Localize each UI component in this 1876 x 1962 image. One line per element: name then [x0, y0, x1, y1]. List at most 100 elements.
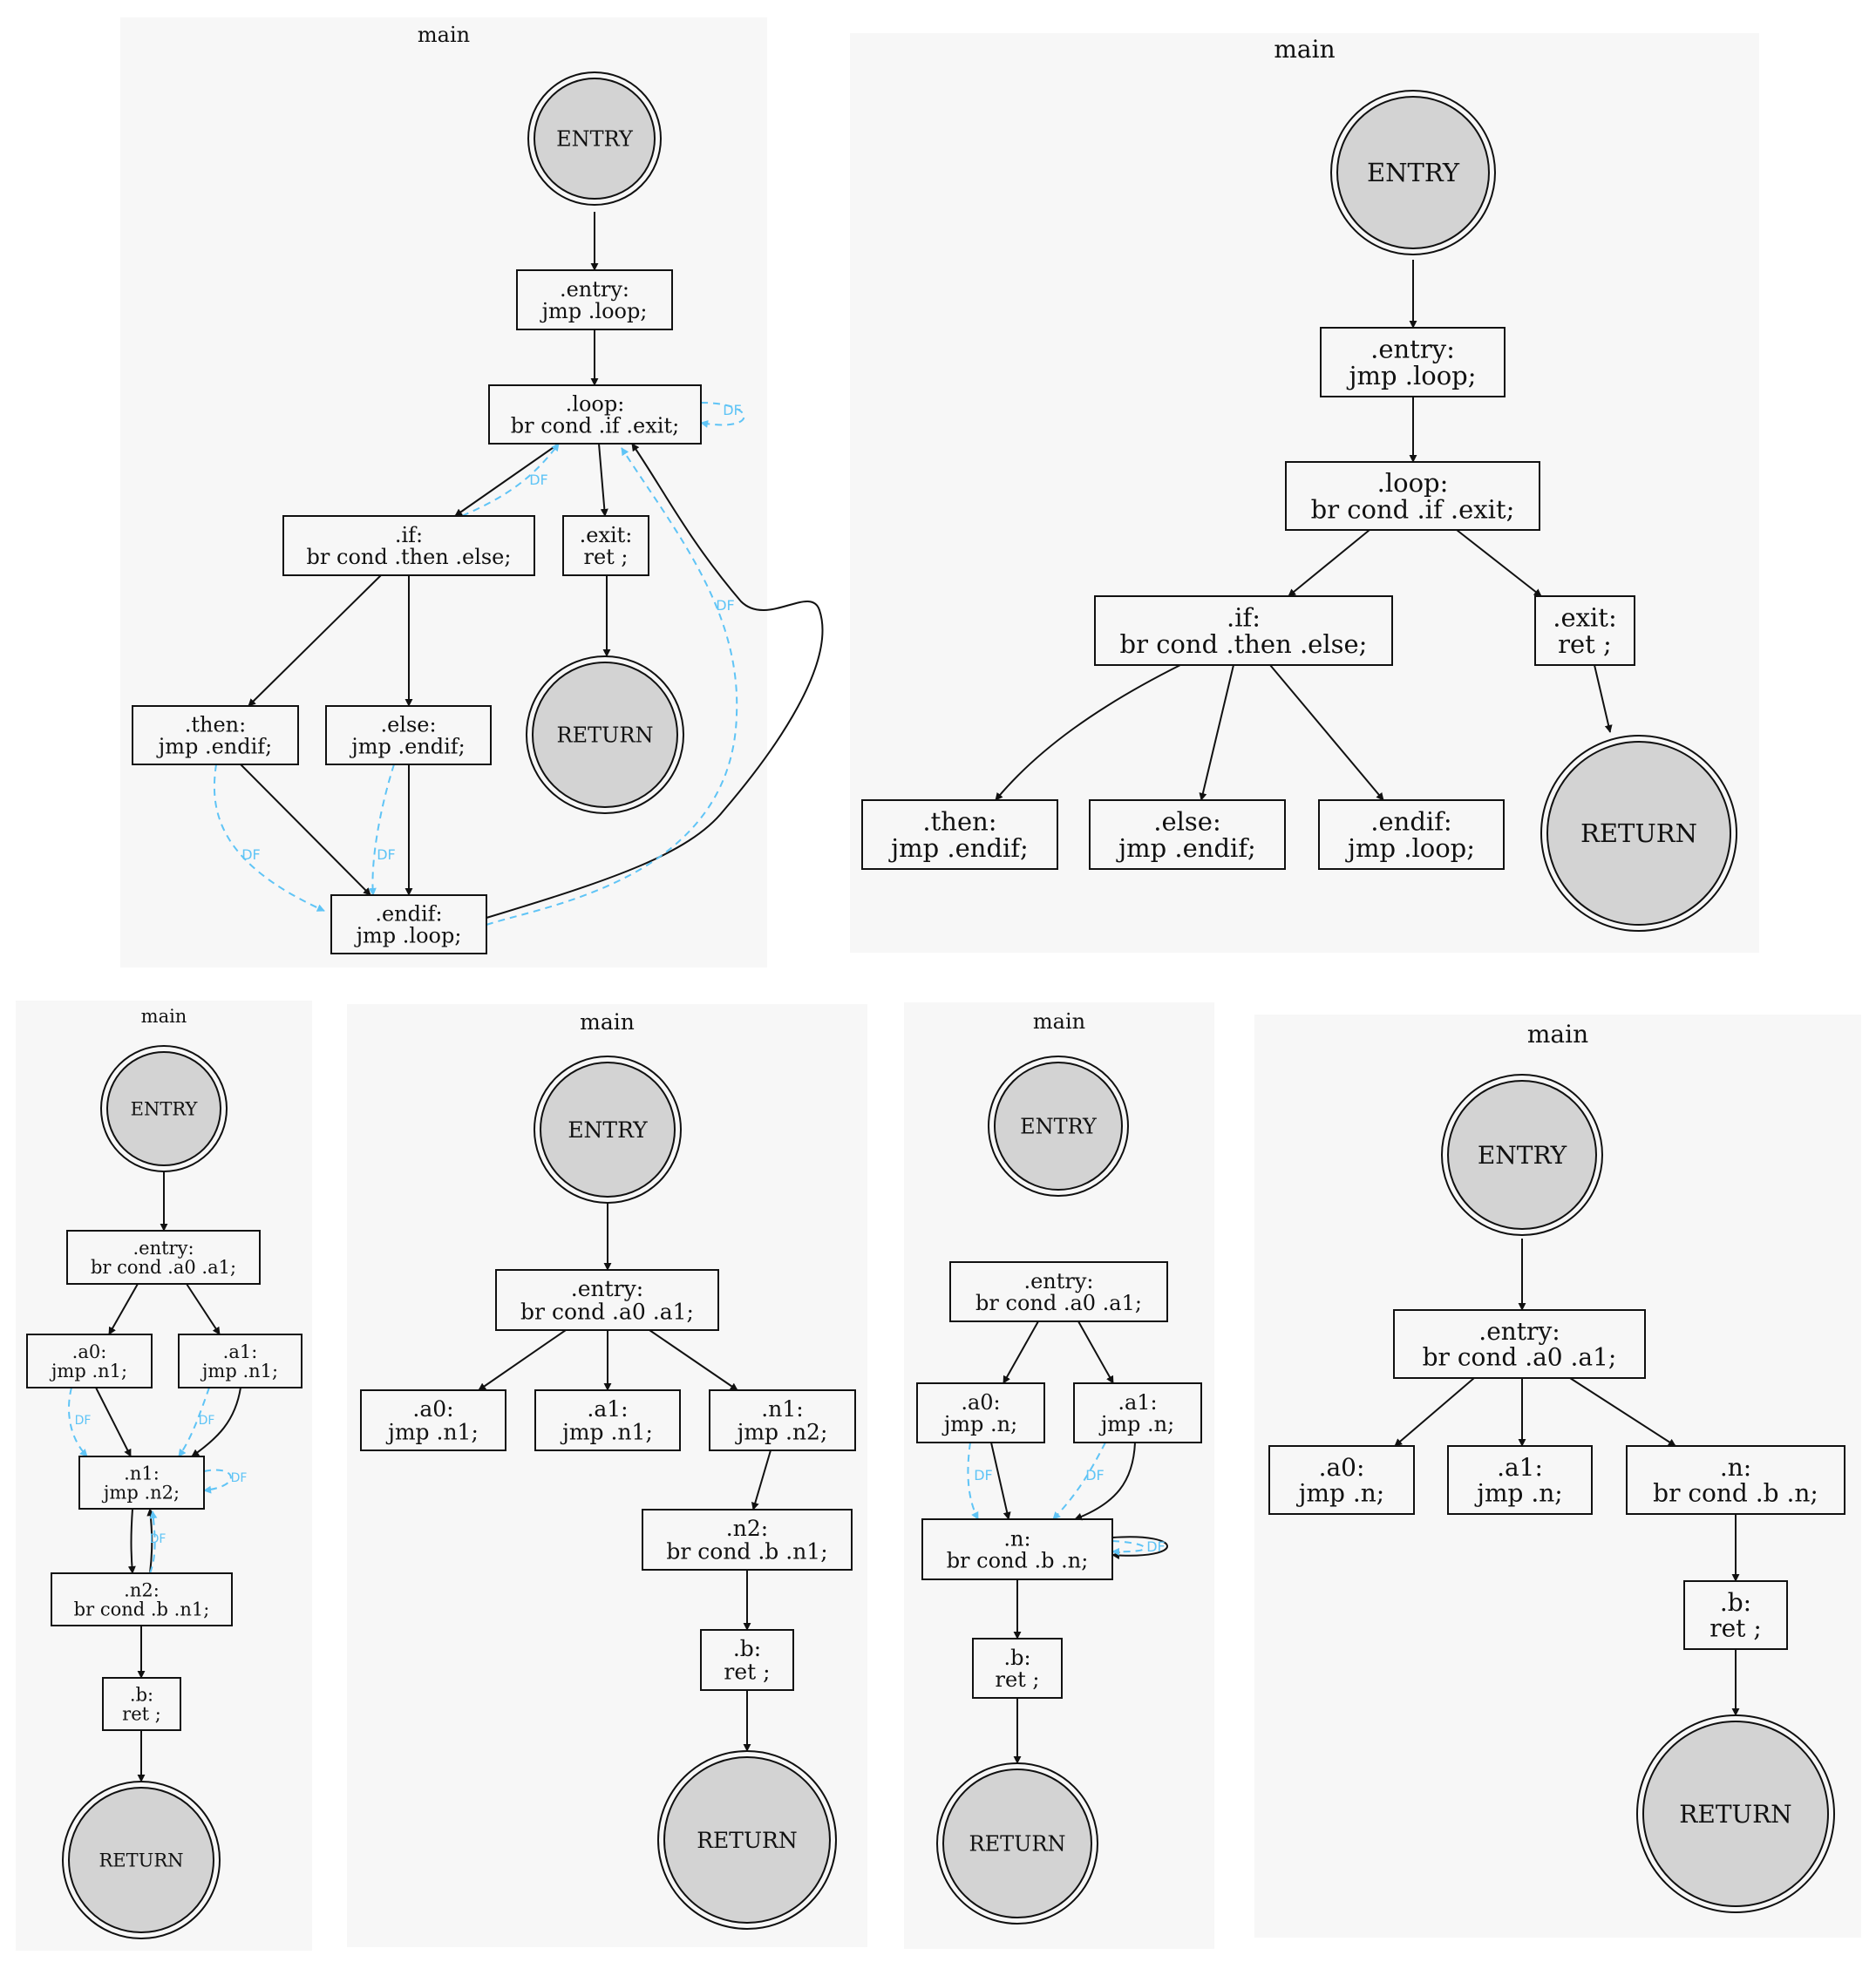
cfg-edge — [478, 1329, 567, 1391]
df-edge-label: DF — [1146, 1538, 1166, 1555]
terminal-node: RETURN — [657, 1750, 837, 1930]
basic-block-node: .n2:br cond .b .n1; — [642, 1509, 853, 1571]
node-label: .endif:jmp .loop; — [354, 901, 462, 947]
df-edge-label: DF — [231, 1471, 248, 1485]
basic-block-node: .a1:jmp .n1; — [178, 1334, 302, 1388]
cfg-edge — [1456, 529, 1542, 597]
cluster-title: main — [141, 1006, 187, 1027]
df-edge — [1111, 1540, 1145, 1556]
node-label: .then:jmp .endif; — [156, 712, 273, 758]
node-label: .entry:jmp .loop; — [540, 277, 648, 323]
df-edge — [214, 764, 325, 912]
node-label: .b:ret ; — [122, 1684, 161, 1724]
df-edge-label: DF — [529, 472, 548, 488]
cfg-edge — [191, 1387, 241, 1457]
node-label: .entry:br cond .a0 .a1; — [91, 1238, 236, 1278]
cfg-edge — [1569, 1377, 1676, 1447]
node-label: .exit:ret ; — [1553, 602, 1616, 658]
basic-block-node: .a0:jmp .n; — [916, 1382, 1045, 1443]
basic-block-node: .b:ret ; — [700, 1629, 794, 1691]
basic-block-node: .a0:jmp .n1; — [26, 1334, 153, 1388]
df-edge — [700, 402, 745, 428]
terminal-node: RETURN — [62, 1781, 221, 1939]
node-label: RETURN — [1580, 818, 1697, 848]
terminal-node: ENTRY — [100, 1045, 228, 1172]
basic-block-node: .b:ret ; — [1683, 1580, 1788, 1650]
basic-block-node: .entry:br cond .a0 .a1; — [949, 1261, 1168, 1322]
cfg-edge — [995, 664, 1181, 801]
node-label: ENTRY — [568, 1117, 648, 1143]
node-label: ENTRY — [1367, 158, 1460, 187]
cfg-edge — [186, 1283, 221, 1335]
df-edge — [68, 1387, 88, 1457]
cfg-edge — [751, 1449, 771, 1511]
df-edge-label: DF — [716, 597, 735, 614]
node-label: .then:jmp .endif; — [888, 806, 1029, 862]
terminal-node: RETURN — [526, 655, 684, 814]
node-label: ENTRY — [1478, 1141, 1567, 1170]
node-label: RETURN — [969, 1831, 1066, 1856]
node-label: .a1:jmp .n; — [1474, 1453, 1562, 1507]
node-label: .n:br cond .b .n; — [947, 1526, 1089, 1572]
basic-block-node: .loop:br cond .if .exit; — [488, 384, 702, 445]
cluster-title: main — [1033, 1009, 1085, 1034]
basic-block-node: .a0:jmp .n; — [1268, 1445, 1415, 1515]
cfg-edge — [649, 1329, 738, 1391]
basic-block-node: .then:jmp .endif; — [132, 705, 299, 765]
node-label: RETURN — [1679, 1800, 1791, 1829]
basic-block-node: .b:ret ; — [102, 1677, 181, 1731]
df-edge — [486, 447, 738, 926]
df-edge-label: DF — [199, 1414, 215, 1428]
basic-block-node: .exit:ret ; — [1534, 595, 1635, 666]
basic-block-node: .else:jmp .endif; — [1089, 799, 1286, 870]
terminal-node: RETURN — [936, 1762, 1098, 1925]
basic-block-node: .a1:jmp .n1; — [534, 1389, 681, 1451]
node-label: .a1:jmp .n; — [1098, 1390, 1174, 1436]
basic-block-node: .entry:jmp .loop; — [516, 269, 673, 330]
cfg-edge — [454, 443, 560, 517]
node-label: .exit:ret ; — [580, 523, 633, 569]
node-label: ENTRY — [131, 1098, 199, 1119]
node-label: .n1:jmp .n2; — [101, 1463, 180, 1503]
cfg-edge — [1594, 664, 1613, 733]
node-label: RETURN — [557, 723, 654, 747]
cfg-edge — [598, 443, 608, 517]
basic-block-node: .entry:br cond .a0 .a1; — [66, 1230, 261, 1285]
cfg-edge — [990, 1442, 1011, 1520]
cluster-title: main — [1527, 1020, 1588, 1049]
df-edge-label: DF — [1085, 1467, 1105, 1483]
node-label: .entry:br cond .a0 .a1; — [520, 1276, 694, 1324]
node-label: RETURN — [697, 1828, 798, 1853]
basic-block-node: .a0:jmp .n1; — [360, 1389, 506, 1451]
basic-block-node: .entry:br cond .a0 .a1; — [495, 1269, 719, 1331]
node-label: .a0:jmp .n1; — [49, 1341, 127, 1382]
node-label: .a0:jmp .n; — [1296, 1453, 1384, 1507]
cfg-edge — [248, 574, 382, 707]
node-label: .n2:br cond .b .n1; — [666, 1516, 827, 1564]
basic-block-node: .n1:jmp .n2; — [78, 1456, 205, 1510]
basic-block-node: .else:jmp .endif; — [325, 705, 492, 765]
basic-block-node: .if:br cond .then .else; — [1094, 595, 1393, 666]
node-label: .a0:jmp .n; — [941, 1390, 1017, 1436]
df-edge-label: DF — [75, 1414, 92, 1428]
node-label: .entry:br cond .a0 .a1; — [975, 1269, 1142, 1315]
basic-block-node: .exit:ret ; — [562, 515, 649, 576]
cfg-edge — [1074, 1442, 1136, 1521]
basic-block-node: .entry:br cond .a0 .a1; — [1393, 1309, 1646, 1379]
terminal-node: ENTRY — [1441, 1074, 1603, 1236]
node-label: .n1:jmp .n2; — [735, 1396, 828, 1444]
df-edge — [149, 1511, 158, 1574]
df-edge-label: DF — [150, 1532, 167, 1546]
cluster-title: main — [418, 23, 470, 47]
df-edge-label: DF — [377, 846, 396, 863]
node-label: .b:ret ; — [724, 1636, 770, 1684]
cfg-edge — [95, 1387, 132, 1457]
node-label: .endif:jmp .loop; — [1345, 806, 1475, 862]
basic-block-node: .n1:jmp .n2; — [709, 1389, 856, 1451]
node-label: .else:jmp .endif; — [349, 712, 466, 758]
node-label: .entry:br cond .a0 .a1; — [1423, 1317, 1617, 1371]
df-edge — [368, 764, 395, 896]
